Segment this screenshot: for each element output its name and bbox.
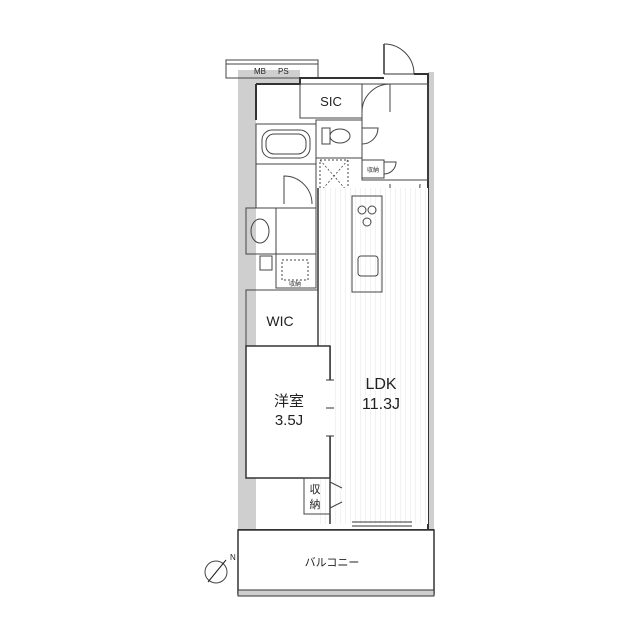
storage-1: 収納 [361, 159, 397, 179]
bathroom [255, 123, 317, 165]
balcony: バルコニー [237, 529, 435, 597]
western-room: 洋室 3.5J [245, 345, 334, 479]
toilet [315, 119, 379, 159]
laundry-area: 収納 [259, 207, 317, 289]
ldk-room: LDK 11.3J [317, 188, 428, 524]
storage-small-label-1: 収納 [367, 166, 379, 174]
right-wall [428, 72, 434, 530]
fridge-space [319, 159, 349, 193]
storage-small-label-2: 収納 [289, 280, 301, 288]
mb-ps-box: MB PS [225, 59, 319, 79]
wic-room: WIC [245, 289, 319, 347]
entrance-door [383, 43, 415, 75]
compass-north-label: N [230, 553, 236, 562]
ps-label: PS [278, 67, 289, 76]
washroom [245, 163, 317, 255]
closet-line1: 収 [310, 483, 321, 496]
closet: 収 納 [303, 477, 343, 515]
sic-room: SIC [299, 83, 391, 119]
mb-label: MB [254, 67, 266, 76]
closet-line2: 納 [310, 498, 321, 511]
sic-label: SIC [320, 94, 342, 109]
western-room-size: 3.5J [275, 412, 303, 429]
balcony-label: バルコニー [305, 556, 360, 569]
compass-icon: N [204, 553, 236, 584]
ldk-name: LDK [365, 376, 396, 393]
ldk-size: 11.3J [362, 396, 400, 413]
wic-label: WIC [266, 313, 293, 329]
western-room-name: 洋室 [274, 393, 304, 410]
ldk-window [352, 521, 412, 527]
